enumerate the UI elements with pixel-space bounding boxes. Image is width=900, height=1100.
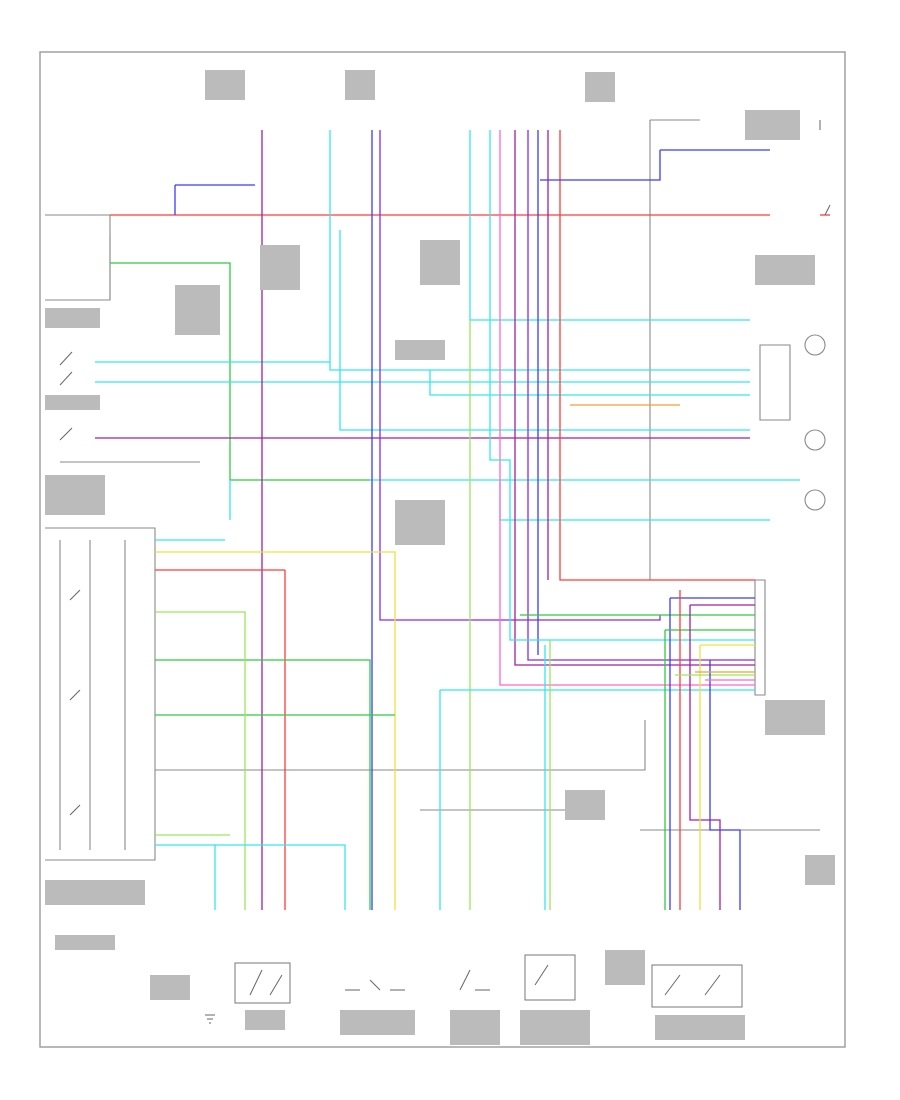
wire-harness <box>95 130 830 910</box>
lamp-courtesy-2 <box>804 489 826 511</box>
wire-yellow-vertical <box>155 551 396 910</box>
relay-box-5 <box>651 964 743 1008</box>
relay-box-1 <box>234 962 291 1004</box>
diagram-frame <box>39 51 846 1048</box>
lamp-courtesy-1 <box>804 429 826 451</box>
components <box>59 120 831 1024</box>
page-number <box>48 1051 54 1058</box>
lamp-dome <box>804 334 826 356</box>
wire-green-left <box>110 262 370 481</box>
fine-print-labels <box>45 70 835 1045</box>
ground-and-frame-lines <box>45 119 820 861</box>
relay-box-4 <box>524 954 576 1001</box>
